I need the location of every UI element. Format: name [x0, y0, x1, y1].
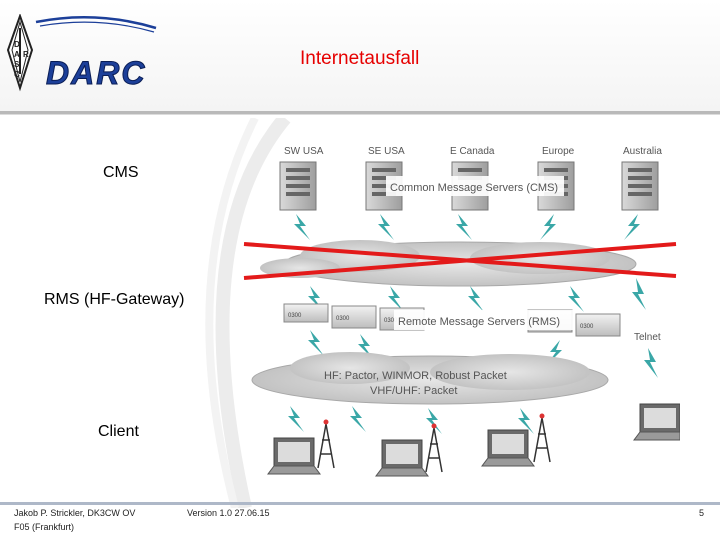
laptop-icon	[633, 403, 680, 441]
svg-text:DARC: DARC	[46, 55, 146, 91]
rms-label: RMS (HF-Gateway)	[44, 291, 185, 308]
rms-caption: Remote Message Servers (RMS)	[398, 316, 560, 328]
rms-device: 0300	[575, 313, 621, 337]
cms-server	[365, 161, 403, 211]
svg-text:S: S	[14, 60, 20, 69]
svg-text:0300: 0300	[580, 324, 594, 330]
svg-text:R: R	[23, 50, 29, 59]
antenna-tower-icon	[425, 423, 443, 473]
region-label: E Canada	[450, 146, 495, 157]
footer-version: Version 1.0 27.06.15	[187, 508, 270, 518]
svg-text:A: A	[14, 50, 20, 59]
svg-text:0300: 0300	[384, 318, 398, 324]
antenna-tower-icon	[533, 413, 551, 463]
cms-server	[279, 161, 317, 211]
radio-cloud	[251, 352, 609, 405]
lightning-icon	[308, 278, 646, 312]
footer-author-line1: Jakob P. Strickler, DK3CW OV	[14, 508, 136, 518]
laptop-icon	[267, 437, 321, 475]
header-divider	[0, 111, 720, 115]
cms-server	[621, 161, 659, 211]
background-swirl	[205, 118, 291, 508]
region-label: Australia	[623, 146, 662, 157]
svg-text:C: C	[14, 70, 20, 79]
winlink-network-diagram: SW USA SE USA E Canada Europe Australia …	[243, 146, 680, 477]
region-label: SE USA	[368, 146, 405, 157]
client-label: Client	[98, 423, 139, 440]
rms-caption-box	[394, 310, 574, 330]
radio-modes-line1: HF: Pactor, WINMOR, Robust Packet	[324, 370, 507, 382]
lightning-icon	[644, 348, 658, 378]
laptop-icon	[481, 429, 535, 467]
region-label: SW USA	[284, 146, 324, 157]
laptop-icon	[375, 439, 429, 477]
rms-device: 0300	[283, 303, 329, 323]
region-label: Europe	[542, 146, 575, 157]
cms-caption-box	[386, 176, 564, 196]
svg-text:0300: 0300	[288, 313, 302, 319]
radio-modes-line2: VHF/UHF: Packet	[370, 385, 457, 397]
svg-text:0300: 0300	[336, 316, 350, 322]
antenna-tower-icon	[317, 419, 335, 469]
cms-label: CMS	[103, 164, 139, 181]
outage-cross-icon	[243, 242, 677, 280]
lightning-icon	[288, 406, 534, 434]
cms-caption: Common Message Servers (CMS)	[390, 182, 558, 194]
lightning-icon	[294, 214, 640, 240]
rms-device: 0300	[331, 305, 377, 329]
lightning-icon	[308, 330, 562, 366]
page-number: 5	[699, 508, 705, 518]
footer-author-line2: F05 (Frankfurt)	[14, 522, 75, 532]
darc-logo: D A R S C DARC	[6, 12, 166, 99]
slide-title: Internetausfall	[300, 48, 420, 69]
svg-text:D: D	[14, 40, 20, 49]
footer-divider	[0, 502, 720, 505]
telnet-label: Telnet	[634, 332, 661, 343]
